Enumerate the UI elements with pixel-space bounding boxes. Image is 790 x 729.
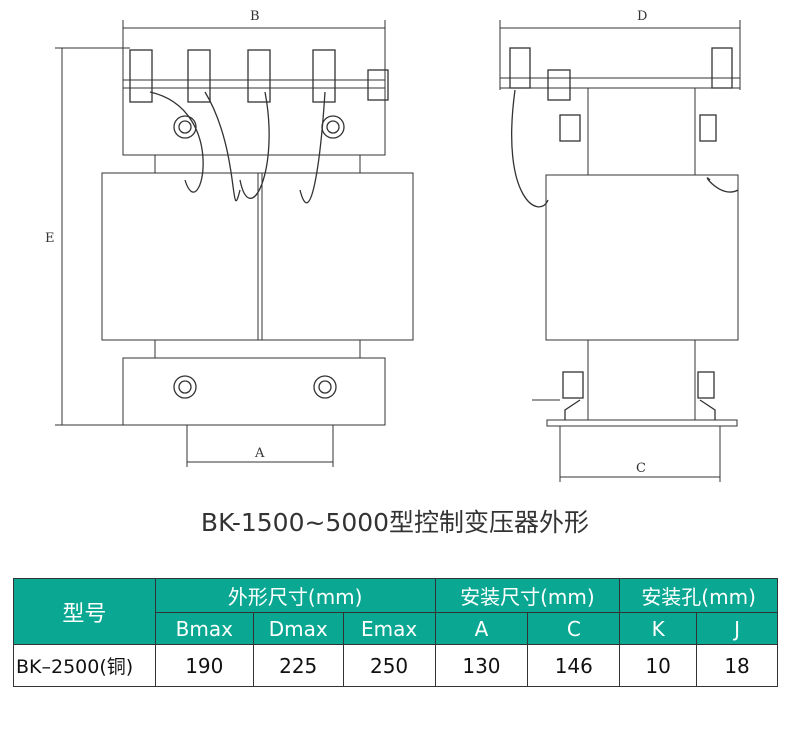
column-header: A <box>434 612 529 645</box>
value-cell: 130 <box>434 644 529 687</box>
column-header: Emax <box>342 612 436 645</box>
group-header-mounting: 安装尺寸(mm) <box>434 578 621 613</box>
front-view: B E A <box>45 9 414 467</box>
dim-label-b: B <box>250 9 260 24</box>
column-header: Bmax <box>154 612 254 645</box>
drawing-title: BK-1500~5000型控制变压器外形 <box>200 508 590 537</box>
model-header: 型号 <box>13 578 156 645</box>
column-header: Dmax <box>252 612 344 645</box>
value-cell: 250 <box>342 644 436 687</box>
group-header-holes: 安装孔(mm) <box>619 578 778 613</box>
value-cell: 146 <box>527 644 621 687</box>
table-row: BK–2500(铜) 190 225 250 130 146 10 18 <box>13 644 778 687</box>
spec-table: 型号 外形尺寸(mm) 安装尺寸(mm) 安装孔(mm) Bmax Dmax E… <box>13 578 778 687</box>
dim-label-d: D <box>637 9 647 24</box>
side-view: D C <box>499 9 741 482</box>
dim-label-c: C <box>636 461 646 476</box>
column-header: K <box>619 612 698 645</box>
dim-label-e: E <box>45 231 55 246</box>
dim-label-a: A <box>254 446 265 461</box>
column-header: J <box>696 612 778 645</box>
value-cell: 18 <box>696 644 778 687</box>
value-cell: 190 <box>154 644 254 687</box>
group-header-outline: 外形尺寸(mm) <box>154 578 436 613</box>
value-cell: 10 <box>619 644 698 687</box>
model-cell: BK–2500(铜) <box>13 644 156 687</box>
column-header: C <box>527 612 621 645</box>
value-cell: 225 <box>252 644 344 687</box>
transformer-outline-drawing: B E A D <box>45 9 741 482</box>
